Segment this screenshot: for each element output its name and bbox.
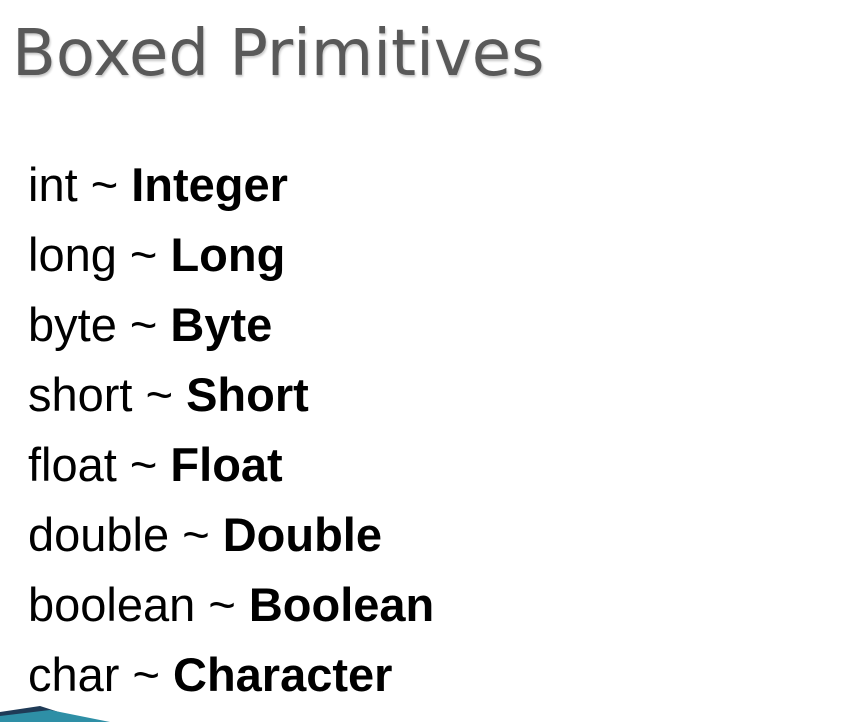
mapping-item-float: float ~ Float (28, 430, 434, 500)
mapping-item-int: int ~ Integer (28, 150, 434, 220)
wrapper-class: Long (170, 228, 286, 281)
mapping-item-double: double ~ Double (28, 500, 434, 570)
primitive-type: int (28, 158, 78, 211)
primitive-type: float (28, 438, 117, 491)
wrapper-class: Double (222, 508, 382, 561)
wrapper-class: Byte (170, 298, 273, 351)
tilde-separator: ~ (129, 438, 158, 491)
primitive-type: char (28, 648, 120, 701)
mapping-item-char: char ~ Character (28, 640, 434, 710)
tilde-separator: ~ (208, 578, 236, 631)
accent-swoosh-teal (0, 710, 110, 722)
tilde-separator: ~ (129, 298, 158, 351)
primitive-type: boolean (28, 578, 196, 631)
tilde-separator: ~ (182, 508, 210, 561)
slide-title: Boxed Primitives (12, 17, 545, 91)
wrapper-class: Boolean (248, 578, 435, 631)
primitive-type: short (28, 368, 133, 421)
wrapper-class: Float (170, 438, 283, 491)
primitive-type: long (28, 228, 117, 281)
mapping-item-boolean: boolean ~ Boolean (28, 570, 434, 640)
primitive-type: byte (28, 298, 117, 351)
tilde-separator: ~ (129, 228, 158, 281)
tilde-separator: ~ (90, 158, 119, 211)
mapping-item-byte: byte ~ Byte (28, 290, 434, 360)
primitive-type: double (28, 508, 170, 561)
tilde-separator: ~ (145, 368, 174, 421)
wrapper-class: Character (173, 648, 393, 701)
tilde-separator: ~ (132, 648, 160, 701)
mapping-item-short: short ~ Short (28, 360, 434, 430)
wrapper-class: Short (186, 368, 309, 421)
mapping-item-long: long ~ Long (28, 220, 434, 290)
wrapper-class: Integer (131, 158, 288, 211)
mapping-list: int ~ Integer long ~ Long byte ~ Byte sh… (28, 150, 434, 710)
